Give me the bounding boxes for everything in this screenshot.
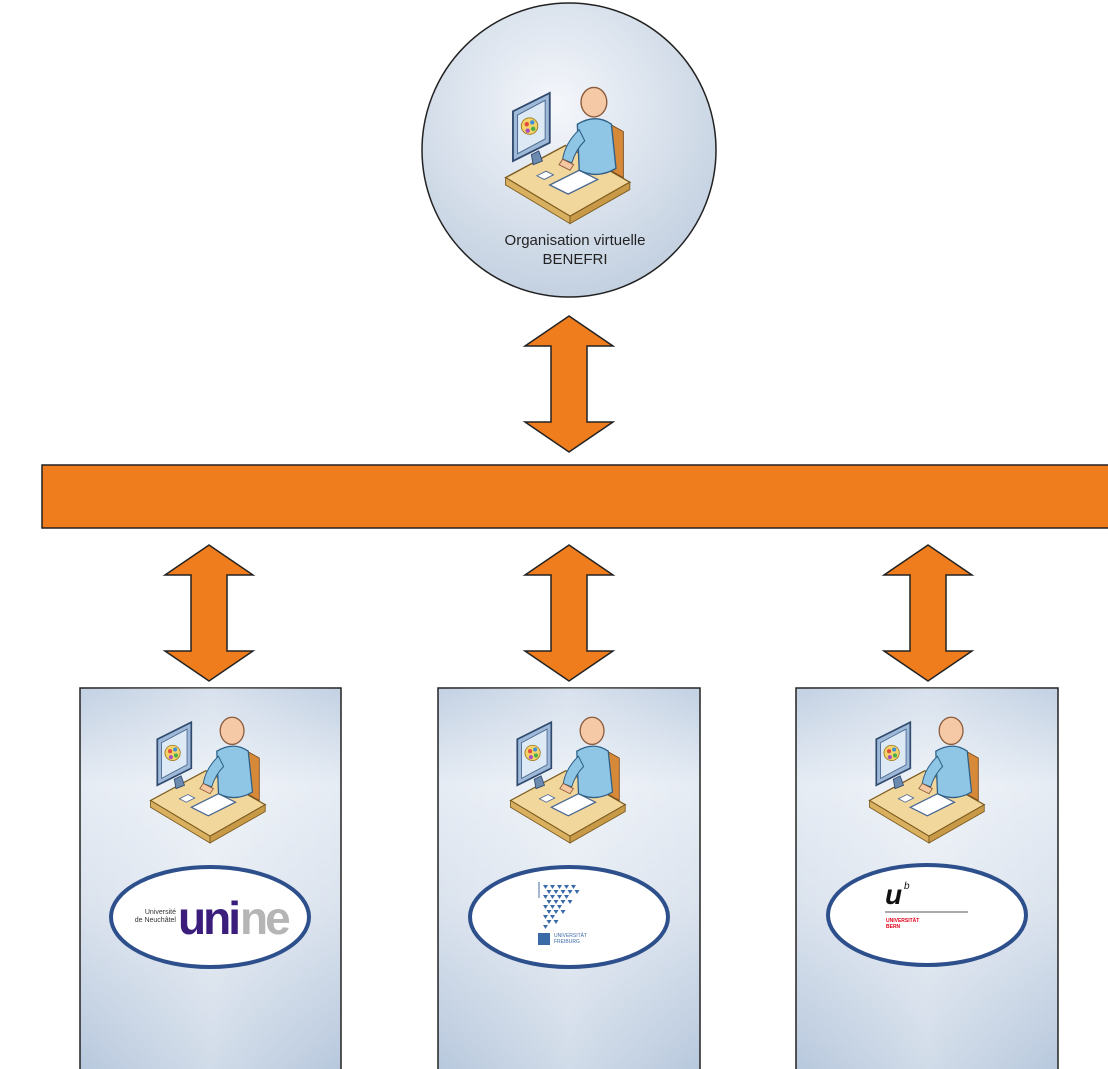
logo-pattern-mark: [543, 895, 548, 899]
logo-pattern-mark: [553, 900, 559, 904]
logo-pattern-mark: [557, 905, 562, 909]
logo-text: BERN: [886, 924, 901, 930]
institution-panel-fribourg: UNIVERSITÄT FREIBURG: [437, 687, 701, 1069]
logo-pattern-mark: [550, 905, 555, 909]
logo-pattern-mark: [550, 895, 555, 899]
double-arrow-icon: [883, 544, 973, 682]
logo-pattern-mark: [557, 895, 562, 899]
unifr-logo: UNIVERSITÄT FREIBURG: [538, 882, 587, 945]
logo-pattern-mark: [543, 885, 548, 889]
logo-pattern-mark: [550, 885, 555, 889]
virtual-organisation-label-line1: Organisation virtuelle: [505, 232, 646, 249]
logo-pattern-mark: [546, 900, 552, 904]
logo-text: UNIVERSITÄT: [554, 932, 587, 939]
logo-text: UNIVERSITÄT: [886, 917, 919, 924]
double-arrow-icon: [524, 544, 614, 682]
logo-pattern-mark: [560, 890, 566, 894]
logo-pattern-mark: [574, 890, 580, 894]
logo-pattern-mark: [567, 890, 573, 894]
logo-pattern-mark: [560, 910, 566, 914]
logo-pattern-mark: [564, 895, 569, 899]
logo-pattern-mark: [543, 915, 548, 919]
logo-pattern-mark: [571, 885, 576, 889]
virtual-organisation-node: Organisation virtuelle BENEFRI: [421, 2, 717, 298]
logo-pattern-mark: [543, 905, 548, 909]
logo-pattern-mark: [557, 885, 562, 889]
logo-pattern-mark: [553, 890, 559, 894]
logo-mark: u: [885, 879, 902, 910]
logo-oval: [826, 863, 1028, 967]
double-arrow-icon: [164, 544, 254, 682]
logo-pattern-mark: [553, 920, 559, 924]
virtual-organisation-label-line2: BENEFRI: [542, 251, 607, 268]
institution-panel-neuchatel: Université de Neuchâtel uni ne: [79, 687, 342, 1069]
logo-pattern-mark: [543, 925, 548, 929]
logo-pattern-mark: [567, 900, 573, 904]
logo-text: de Neuchâtel: [135, 917, 177, 924]
logo-pattern-mark: [550, 915, 555, 919]
network-bus: [41, 464, 1108, 529]
logo-text-uni: uni: [178, 892, 238, 944]
logo-pattern-mark: [546, 910, 552, 914]
logo-oval: [468, 865, 670, 969]
logo-mark-sup: b: [904, 881, 910, 892]
double-arrow-icon: [524, 315, 614, 453]
unibe-logo: u b UNIVERSITÄT BERN: [885, 879, 968, 930]
unine-logo: Université de Neuchâtel uni ne: [135, 892, 293, 944]
logo-text: FREIBURG: [554, 939, 580, 945]
logo-pattern-mark: [560, 900, 566, 904]
logo-text: Université: [145, 909, 176, 916]
logo-oval: [109, 865, 311, 969]
logo-pattern-mark: [564, 885, 569, 889]
logo-text-ne: ne: [240, 892, 290, 944]
logo-pattern-mark: [546, 890, 552, 894]
logo-pattern-mark: [553, 910, 559, 914]
institution-panel-bern: u b UNIVERSITÄT BERN: [795, 687, 1059, 1069]
logo-pattern-mark: [546, 920, 552, 924]
